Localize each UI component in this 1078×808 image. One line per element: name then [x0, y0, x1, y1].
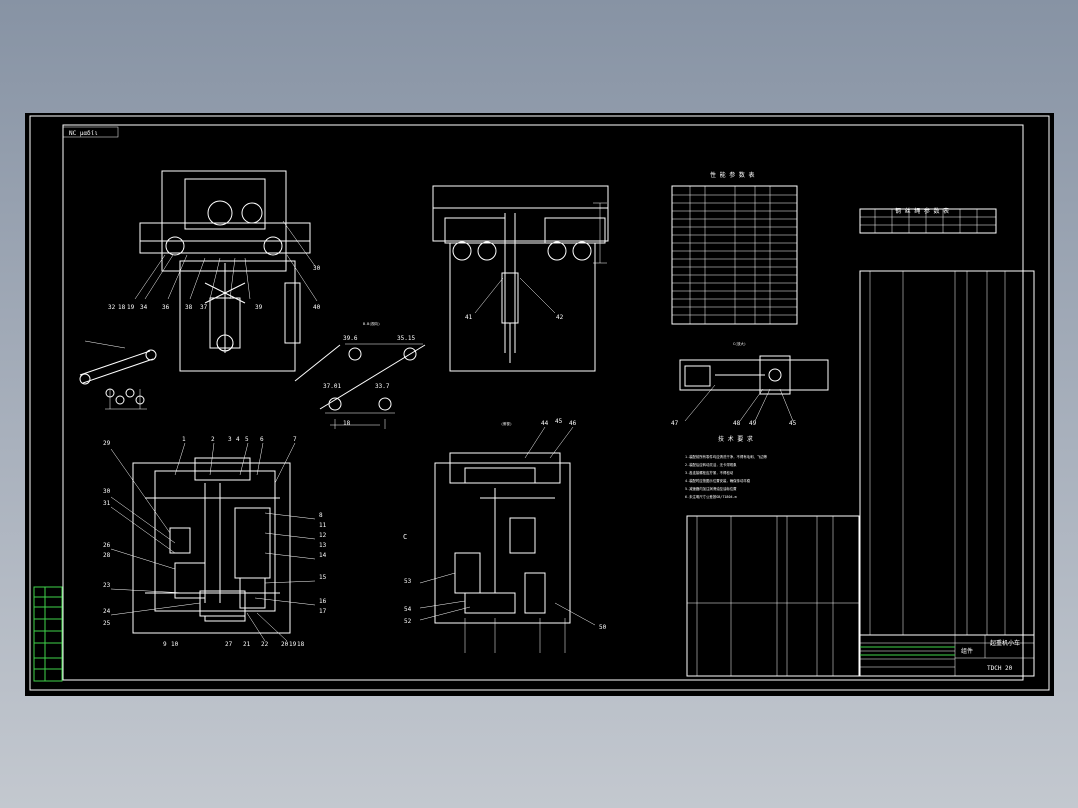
notes-line: 1.装配前所有零件均应清洗干净，不得有毛刺、飞边等	[685, 454, 768, 459]
view-bottom-mid	[419, 426, 596, 653]
parts-list-bottom	[686, 515, 860, 677]
callout: 54	[404, 606, 412, 613]
callout: 16	[319, 598, 327, 605]
title-block-drawing-no: TDCH 20	[987, 665, 1013, 672]
callout: 24	[103, 608, 111, 615]
callout: 49	[749, 420, 757, 427]
dimension: 18	[343, 420, 351, 427]
perf-table-title: 性 能 参 数 表	[710, 171, 754, 179]
callout: 32	[108, 304, 116, 311]
callout: 19	[289, 641, 297, 648]
callout: 34	[140, 304, 148, 311]
callout: 1	[182, 436, 186, 443]
callout: 45	[789, 420, 797, 427]
callout: 22	[261, 641, 269, 648]
callout: 29	[103, 440, 111, 447]
callout: 15	[319, 574, 327, 581]
drawing-sheet: NC μαδίι	[25, 113, 1054, 696]
callout: 4	[236, 436, 240, 443]
detail-label: C(放大)	[733, 341, 746, 346]
callout: 41	[465, 314, 473, 321]
title-block	[859, 634, 1035, 677]
perf-table	[671, 185, 798, 325]
outer-frame	[29, 115, 1050, 691]
callout: 21	[243, 641, 251, 648]
view-top-left	[134, 170, 318, 372]
callout: 45	[555, 418, 563, 425]
dimension: 37.01	[323, 383, 341, 390]
callout: 6	[260, 436, 264, 443]
title-block-title: 起重机小车	[990, 639, 1020, 647]
title-block-material: 组件	[961, 647, 973, 655]
callout: 30	[313, 265, 321, 272]
callout: 11	[319, 522, 327, 529]
callout: 14	[319, 552, 327, 559]
callout: 30	[103, 488, 111, 495]
callout: 18	[297, 641, 305, 648]
callout: 31	[103, 500, 111, 507]
spec-table	[859, 208, 997, 234]
detail-c-view	[679, 355, 829, 422]
callout: 53	[404, 578, 412, 585]
left-stamp-strip	[33, 586, 63, 682]
callout: 40	[313, 304, 321, 311]
callout: 3	[228, 436, 232, 443]
callout: 37	[200, 304, 208, 311]
notes-line: 6.未注明尺寸公差按GB/T1804-m	[685, 494, 737, 499]
callout: 28	[103, 552, 111, 559]
callout: 36	[162, 304, 170, 311]
view-top-mid	[432, 185, 609, 372]
dimension: 33.7	[375, 383, 390, 390]
callout: 8	[319, 512, 323, 519]
callout: 13	[319, 542, 327, 549]
dimension: 35.15	[397, 335, 415, 342]
rope-diagram	[294, 343, 426, 429]
callout: 39	[255, 304, 263, 311]
callout: 5	[245, 436, 249, 443]
callout: 48	[733, 420, 741, 427]
callout: 18	[118, 304, 126, 311]
leaders-bottom-left	[110, 442, 316, 642]
callout: 42	[556, 314, 564, 321]
notes-line: 4.装配时应按图示位置安装，确保传动平稳	[685, 478, 751, 483]
callout: 2	[211, 436, 215, 443]
cad-drawing: NC μαδίι	[25, 113, 1054, 696]
corner-label: NC μαδίι	[69, 129, 98, 137]
section-label: C	[403, 533, 407, 541]
callout: 47	[671, 420, 679, 427]
notes-line: 2.装配后应转动灵活，无卡滞现象	[685, 462, 737, 467]
callout: 26	[103, 542, 111, 549]
view-label: (俯视)	[501, 421, 512, 426]
pulley-sketch	[79, 340, 157, 410]
callout: 44	[541, 420, 549, 427]
callout: 10	[171, 641, 179, 648]
spec-table-title: 钢 丝 绳 参 数 表	[895, 207, 949, 215]
callout: 46	[569, 420, 577, 427]
view-bottom-left	[132, 457, 291, 634]
callout: 20	[281, 641, 289, 648]
view-label: B-B(视向)	[363, 321, 380, 326]
callout: 52	[404, 618, 412, 625]
notes-line: 5.减速器内加注润滑油至油标位置	[685, 486, 737, 491]
inner-frame	[62, 124, 1024, 681]
callout: 17	[319, 608, 327, 615]
notes-heading: 技 术 要 求	[718, 435, 753, 443]
callout: 7	[293, 436, 297, 443]
dimension: 39.6	[343, 335, 358, 342]
callout: 50	[599, 624, 607, 631]
callout: 12	[319, 532, 327, 539]
notes-line: 3.各连接螺栓应拧紧，不得松动	[685, 470, 734, 475]
callout: 25	[103, 620, 111, 627]
callout: 38	[185, 304, 193, 311]
callout: 19	[127, 304, 135, 311]
callout: 23	[103, 582, 111, 589]
callout: 9	[163, 641, 167, 648]
callout: 27	[225, 641, 233, 648]
